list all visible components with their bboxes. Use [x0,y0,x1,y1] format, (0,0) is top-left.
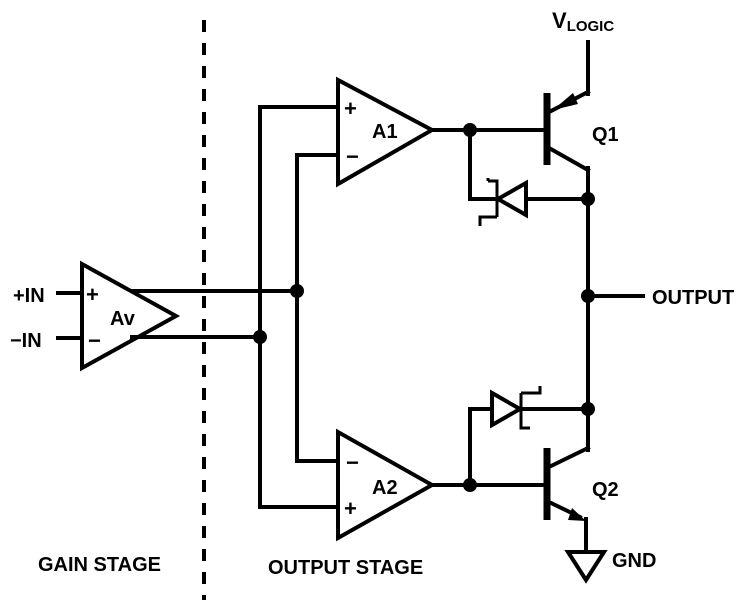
av-label: Av [110,308,136,330]
a2-plus-sign: + [344,496,357,521]
junction-dot [581,289,595,303]
junction-dot [581,402,595,416]
q2-label: Q2 [592,479,619,501]
gnd-label: GND [612,550,656,572]
a2-minus-sign: − [346,450,359,475]
junction-dot [290,284,304,298]
lower-diode-bar-tail [521,386,542,395]
amplifier-a2 [336,428,437,542]
junction-dot [253,330,267,344]
vlogic-subscript: LOGIC [567,18,615,35]
lower-diode-wire [468,407,590,487]
av-plus-sign: + [86,282,99,307]
q1-emitter-arrow [553,93,578,110]
junction-dot [463,478,477,492]
minus-in-label: −IN [10,330,42,352]
vlogic-main-text: V [552,8,567,33]
q2-emitter-arrow [568,508,586,521]
q2-collector [546,445,591,470]
gain-stage-label: GAIN STAGE [38,554,161,576]
lower-diode-triangle [490,389,525,429]
upper-diode-wire [468,128,590,201]
amplifier-a1 [336,76,437,188]
a2-label: A2 [372,477,398,499]
av-minus-sign: − [88,328,101,353]
junction-dot [463,123,477,137]
bus-noninverting [258,105,340,509]
q1-collector [546,145,591,173]
a1-plus-sign: + [344,96,357,121]
a1-minus-sign: − [346,144,359,169]
output-stage-label: OUTPUT STAGE [268,557,423,579]
a1-label: A1 [372,121,398,143]
ground-symbol [564,550,608,584]
bus-inverting [295,153,340,463]
gain-amplifier-av [80,260,181,372]
lower-diode-bar [519,393,530,430]
output-label: OUTPUT [652,287,734,309]
upper-diode-bar [488,179,499,217]
upper-diode-bar-tail [478,215,497,226]
q1-label: Q1 [592,124,619,146]
junction-dot [581,192,595,206]
plus-in-label: +IN [13,285,45,307]
upper-diode-triangle [493,179,528,219]
vlogic-label: VLOGIC [552,8,614,35]
